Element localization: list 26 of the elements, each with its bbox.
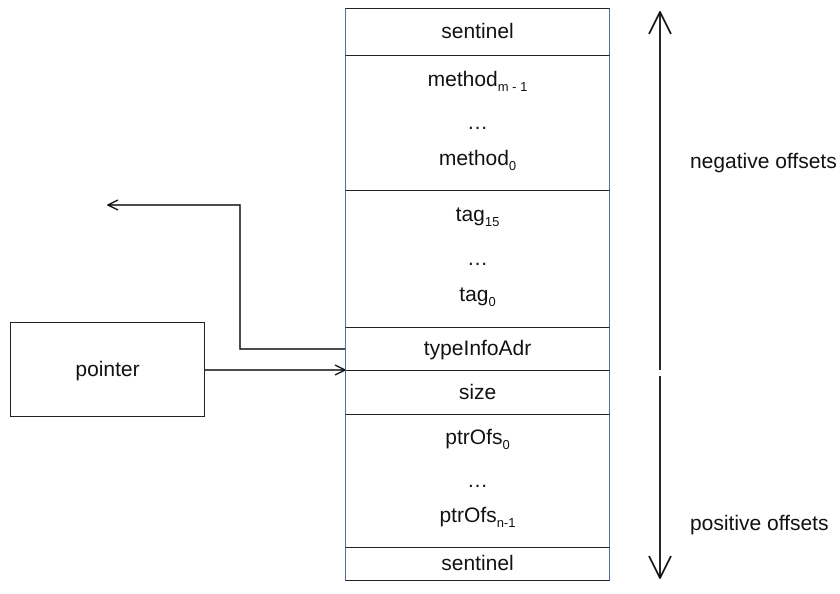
offset-label: positive offsets — [690, 512, 829, 536]
cell-text: ptrOfs$_{n-1}$ — [440, 504, 516, 533]
arrow — [205, 364, 346, 376]
arrow — [107, 199, 345, 350]
cell-text: typeInfoAdr — [424, 337, 532, 361]
cell-text: tag$_{0}$ — [459, 283, 496, 312]
memory-cell — [345, 190, 610, 328]
cell-text: sentinel — [441, 552, 514, 576]
memory-cell — [345, 8, 610, 56]
memory-cell — [345, 370, 610, 415]
pointer-box — [10, 322, 205, 417]
cell-text: size — [458, 380, 496, 404]
memory-cell — [345, 55, 610, 191]
cell-text: … — [467, 247, 488, 271]
cell-text: sentinel — [441, 20, 514, 44]
cell-text: pointer — [75, 358, 140, 382]
memory-cell — [345, 414, 610, 548]
cell-text: method$_{m - 1}$ — [428, 68, 528, 96]
offset-label: negative offsets — [690, 150, 837, 174]
cell-text: … — [467, 469, 488, 493]
cell-text: tag$_{15}$ — [456, 203, 500, 232]
memory-cell — [345, 547, 610, 581]
cell-text: ptrOfs$_{0}$ — [445, 426, 510, 455]
memory-cell — [345, 327, 610, 371]
cell-text: method$_{0}$ — [438, 146, 516, 176]
cell-text: … — [467, 111, 488, 135]
